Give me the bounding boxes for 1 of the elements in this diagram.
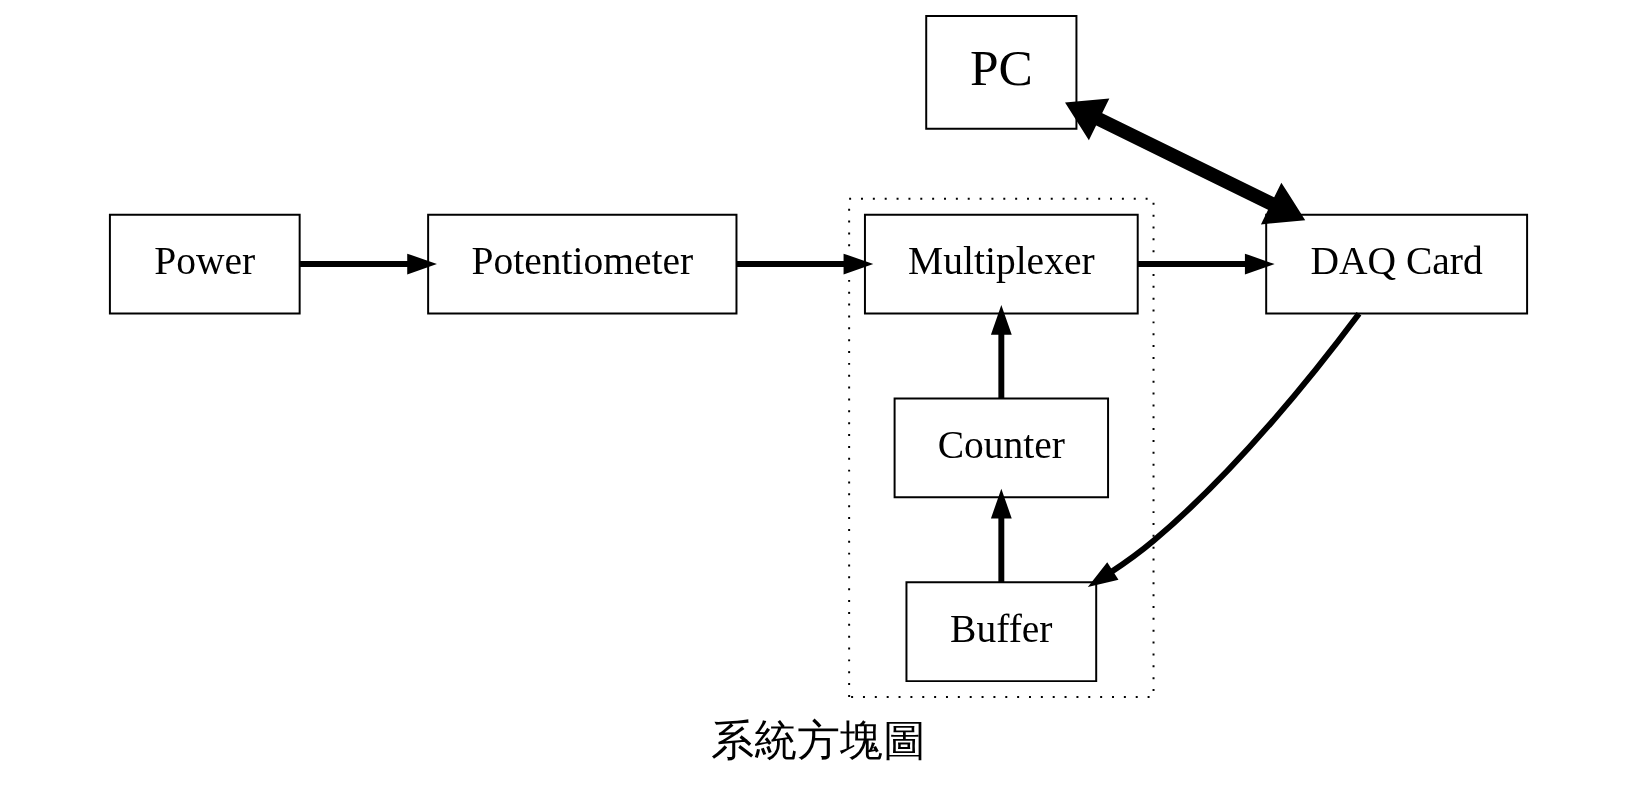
caption: 系統方塊圖 [711,716,926,765]
